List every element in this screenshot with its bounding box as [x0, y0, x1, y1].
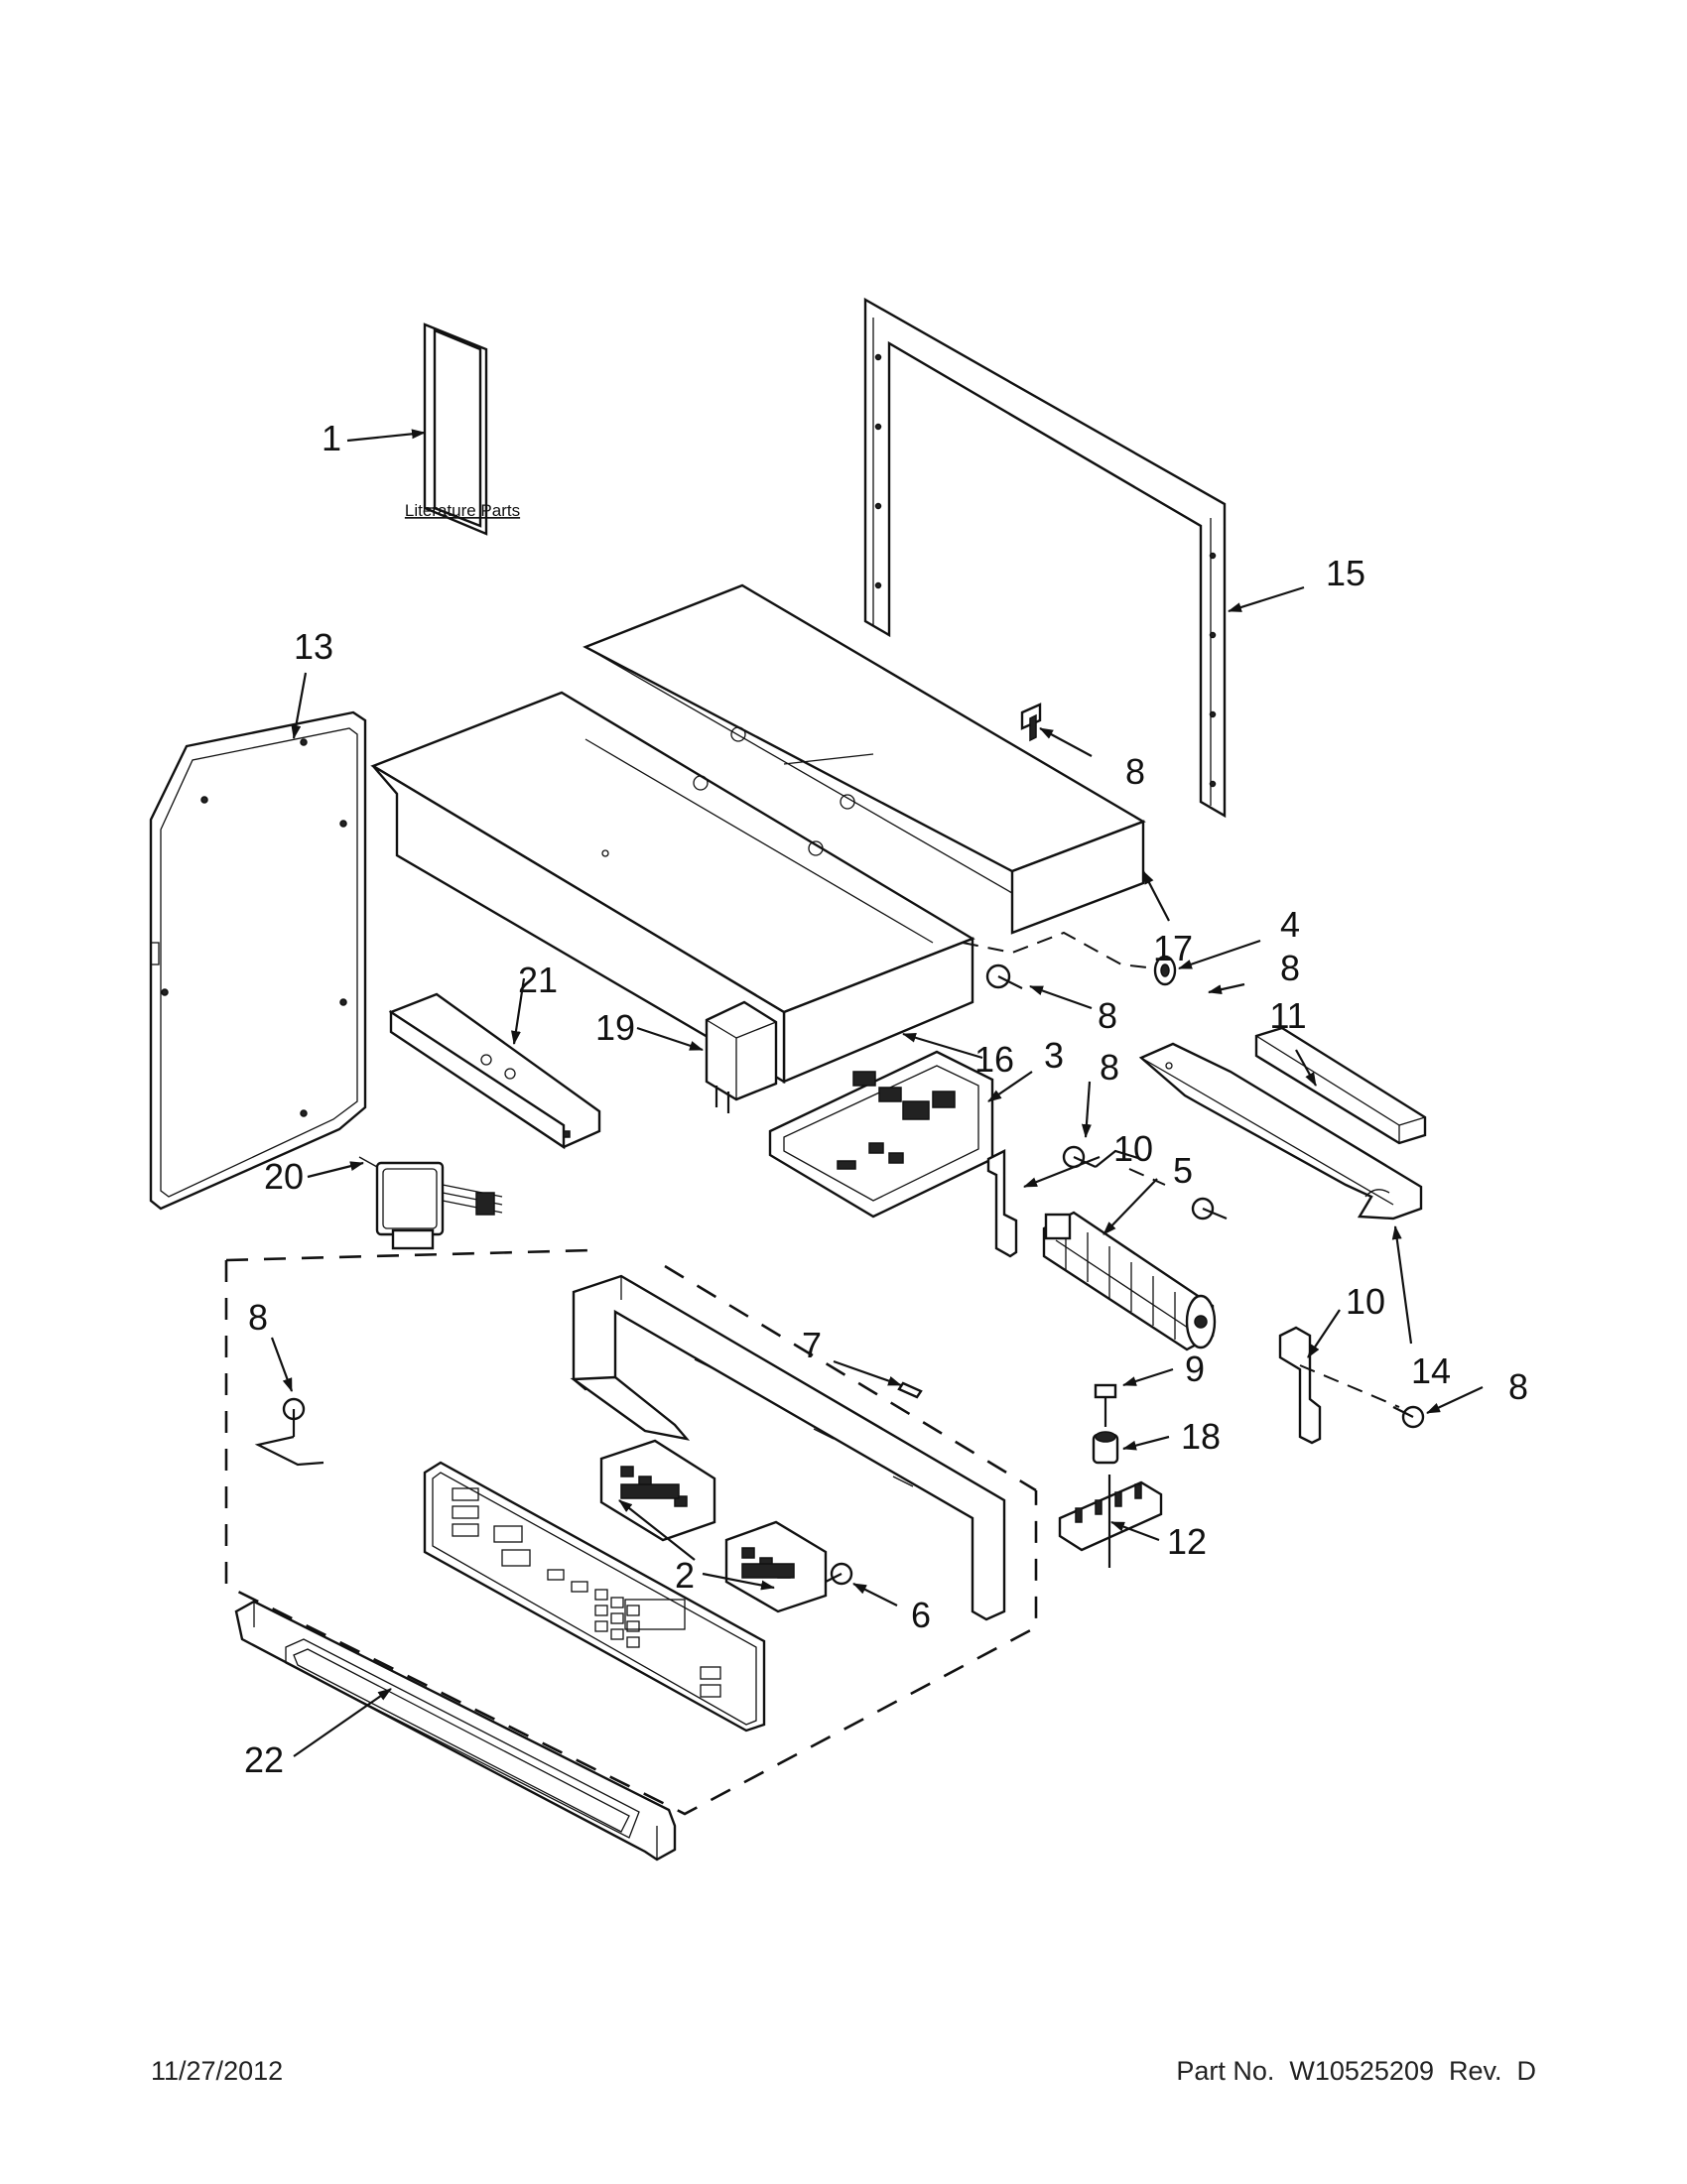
callout-2: 2 — [675, 1555, 695, 1596]
keypad-module — [599, 1439, 716, 1542]
bracket — [388, 992, 601, 1150]
callout-17: 17 — [1153, 928, 1193, 968]
console-assembly-boundary — [224, 1260, 1038, 1816]
callout-21: 21 — [518, 960, 558, 1000]
control-board — [768, 1050, 994, 1219]
lead-line — [1095, 1149, 1142, 1168]
small-bracket-right — [1278, 1326, 1322, 1445]
callout-8: 8 — [1125, 751, 1145, 792]
callout-1: 1 — [322, 418, 341, 458]
console-assembly-boundary — [225, 1248, 592, 1262]
callout-5: 5 — [1173, 1150, 1193, 1191]
top-cover — [583, 583, 1146, 935]
terminal-block — [1058, 1475, 1163, 1568]
screw — [1062, 1145, 1097, 1169]
foam-strip — [1254, 1026, 1427, 1145]
callout-6: 6 — [911, 1595, 931, 1635]
blower-fan — [1042, 1211, 1217, 1351]
screw — [985, 964, 1023, 989]
callout-10: 10 — [1346, 1281, 1385, 1322]
callout-12: 12 — [1167, 1521, 1207, 1562]
callout-labels: 1 15 8 13 17 4 8 11 8 21 19 16 3 8 20 10… — [244, 418, 1528, 1780]
transformer — [358, 1156, 503, 1250]
small-bracket-left — [986, 1149, 1018, 1258]
footer-part-number: Part No. W10525209 Rev. D — [1176, 2056, 1536, 2086]
callout-16: 16 — [974, 1039, 1014, 1080]
callout-13: 13 — [294, 626, 333, 667]
screw — [1392, 1405, 1425, 1429]
console-frame — [570, 1274, 1006, 1621]
literature-booklet — [423, 322, 488, 536]
rear-frame — [863, 297, 1227, 819]
lead-line — [962, 931, 1156, 969]
relay — [705, 1000, 778, 1113]
lead-line — [1299, 1364, 1400, 1408]
screw — [1094, 1383, 1117, 1427]
clip — [897, 1381, 923, 1399]
callout-8: 8 — [1508, 1366, 1528, 1407]
washer — [1153, 955, 1177, 986]
literature-parts-label: Literature Parts — [405, 501, 520, 520]
side-panel — [149, 710, 367, 1211]
callout-8: 8 — [1280, 948, 1300, 988]
callout-3: 3 — [1044, 1035, 1064, 1076]
lead-line — [1128, 1168, 1166, 1186]
callout-10: 10 — [1113, 1128, 1153, 1169]
lead-line — [254, 1435, 324, 1467]
callout-14: 14 — [1411, 1350, 1451, 1391]
keypad-module — [724, 1520, 828, 1613]
callout-20: 20 — [264, 1156, 304, 1197]
footer-date: 11/27/2012 — [151, 2056, 283, 2086]
main-cabinet — [370, 691, 975, 1085]
callout-22: 22 — [244, 1739, 284, 1780]
callout-8: 8 — [1098, 995, 1117, 1036]
callout-11: 11 — [1269, 995, 1306, 1036]
screw — [1020, 703, 1042, 742]
screw — [1191, 1197, 1228, 1220]
console-trim — [234, 1600, 677, 1862]
callout-4: 4 — [1280, 904, 1300, 945]
callout-7: 7 — [802, 1325, 822, 1365]
control-panel-overlay — [423, 1461, 766, 1733]
callout-8: 8 — [1100, 1047, 1119, 1088]
console-assembly-boundary — [664, 1264, 1037, 1492]
callout-19: 19 — [595, 1007, 635, 1048]
callout-15: 15 — [1326, 553, 1365, 593]
callout-18: 18 — [1181, 1416, 1221, 1457]
fan-bracket — [1138, 1042, 1423, 1220]
nut — [1092, 1431, 1119, 1465]
screw — [282, 1397, 306, 1437]
callout-8: 8 — [248, 1297, 268, 1338]
callout-9: 9 — [1185, 1349, 1205, 1389]
callout-leaders — [270, 429, 1484, 1757]
